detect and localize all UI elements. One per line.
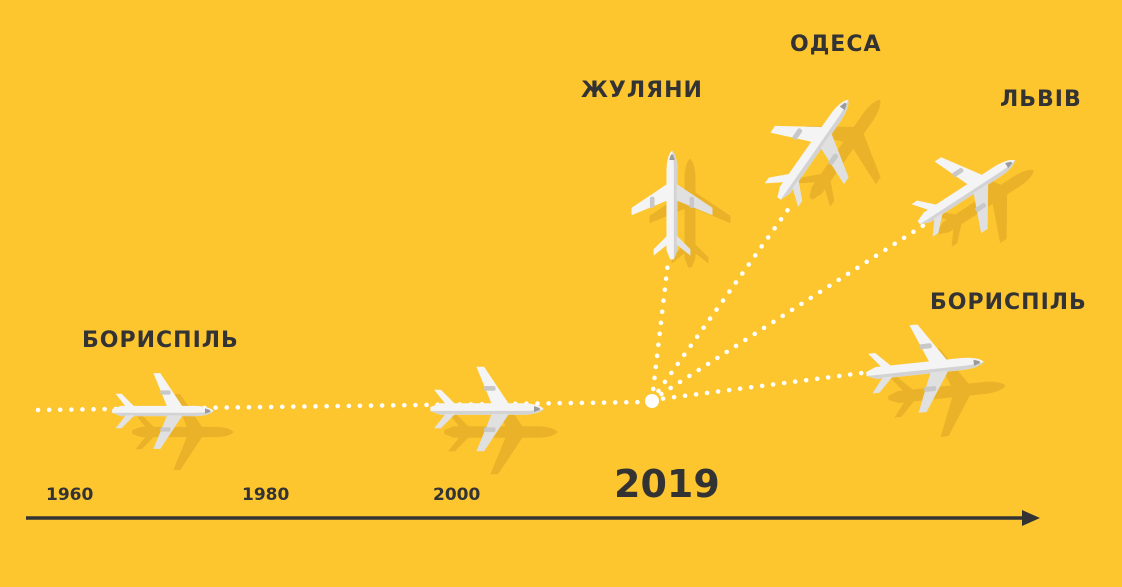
label-boryspil-new: БОРИСПІЛЬ [930,290,1087,315]
year-2000: 2000 [433,485,480,505]
hub-dot-icon [645,394,659,408]
label-odesa: ОДЕСА [790,32,882,57]
label-boryspil-origin: БОРИСПІЛЬ [82,328,239,353]
airplane-icon [430,366,544,452]
airplane-icon [631,150,713,260]
timeline-arrow-icon [26,510,1040,526]
flight-paths [35,201,927,413]
airplane-icon [861,317,989,418]
path-odesa [649,201,795,403]
path-lviv [649,222,927,403]
path-boryspil-new [649,369,873,403]
year-1980: 1980 [242,485,289,505]
label-lviv: ЛЬВІВ [1000,87,1082,112]
year-1960: 1960 [46,485,93,505]
plane-shadows [132,74,1058,475]
label-zhuliany: ЖУЛЯНИ [581,78,703,103]
path-zhuliany [649,259,671,403]
year-current: 2019 [614,462,720,506]
airplane-icon [895,124,1039,259]
